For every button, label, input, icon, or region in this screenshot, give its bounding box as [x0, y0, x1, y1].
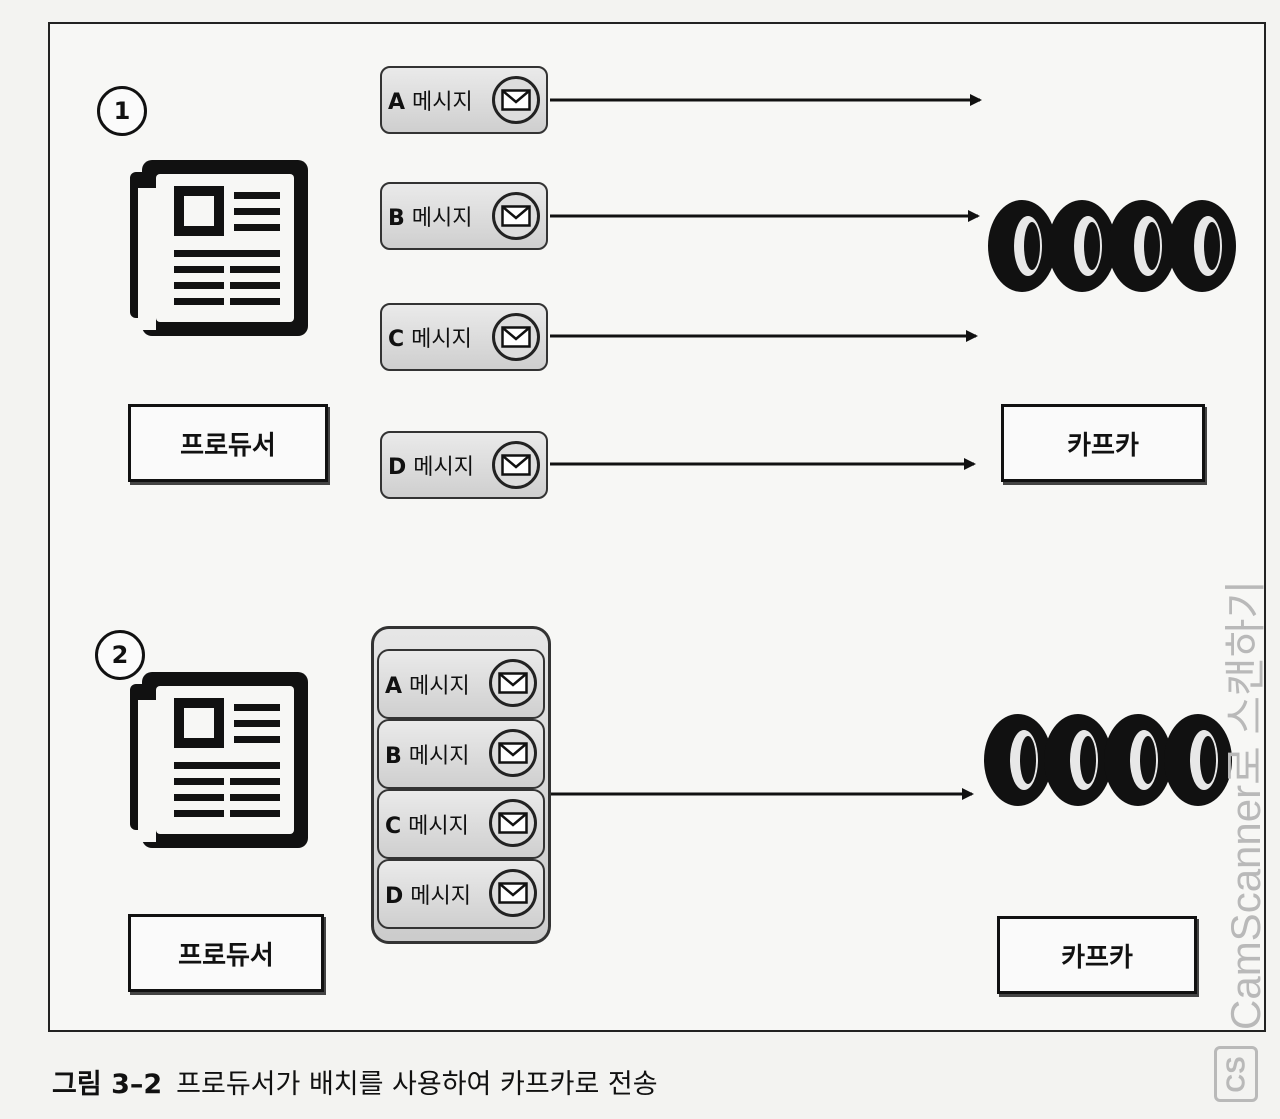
producer-label-2: 프로듀서: [128, 914, 324, 992]
envelope-icon: [492, 441, 540, 489]
scanner-watermark: CamScanner로 스캔하기: [1222, 580, 1269, 1030]
batch-message-b-text: B 메시지: [385, 744, 470, 769]
step-number-1: 1: [97, 86, 147, 136]
batch-message-d-text: D 메시지: [385, 884, 471, 909]
envelope-icon: [492, 192, 540, 240]
kafka-cluster-icon-1: [988, 200, 1236, 292]
envelope-icon: [489, 869, 537, 917]
batch-message-a-text: A 메시지: [385, 674, 470, 699]
message-c: C 메시지: [380, 303, 548, 371]
batch-message-d: D 메시지: [377, 859, 545, 929]
producer-newspaper-icon-2: [130, 672, 308, 848]
message-b-text: B 메시지: [388, 206, 473, 231]
message-a-text: A 메시지: [388, 90, 473, 115]
cs-logo-icon: CS: [1214, 1046, 1258, 1102]
envelope-icon: [492, 76, 540, 124]
batch-message-c: C 메시지: [377, 789, 545, 859]
batch-message-a: A 메시지: [377, 649, 545, 719]
envelope-icon: [489, 729, 537, 777]
message-batch: A 메시지 B 메시지 C 메시지 D 메시지: [371, 626, 551, 944]
figure-number: 그림 3–2: [52, 1069, 163, 1100]
message-d-text: D 메시지: [388, 455, 474, 480]
message-a: A 메시지: [380, 66, 548, 134]
envelope-icon: [489, 659, 537, 707]
message-b: B 메시지: [380, 182, 548, 250]
message-c-text: C 메시지: [388, 327, 472, 352]
message-d: D 메시지: [380, 431, 548, 499]
envelope-icon: [492, 313, 540, 361]
envelope-icon: [489, 799, 537, 847]
figure-caption-text: 프로듀서가 배치를 사용하여 카프카로 전송: [176, 1069, 658, 1100]
step-number-2: 2: [95, 630, 145, 680]
kafka-cluster-icon-2: [984, 714, 1232, 806]
batch-message-b: B 메시지: [377, 719, 545, 789]
producer-label-1: 프로듀서: [128, 404, 328, 482]
producer-newspaper-icon-1: [130, 160, 308, 336]
kafka-label-1: 카프카: [1001, 404, 1205, 482]
batch-message-c-text: C 메시지: [385, 814, 469, 839]
kafka-label-2: 카프카: [997, 916, 1197, 994]
figure-caption: 그림 3–2 프로듀서가 배치를 사용하여 카프카로 전송: [52, 1062, 658, 1101]
